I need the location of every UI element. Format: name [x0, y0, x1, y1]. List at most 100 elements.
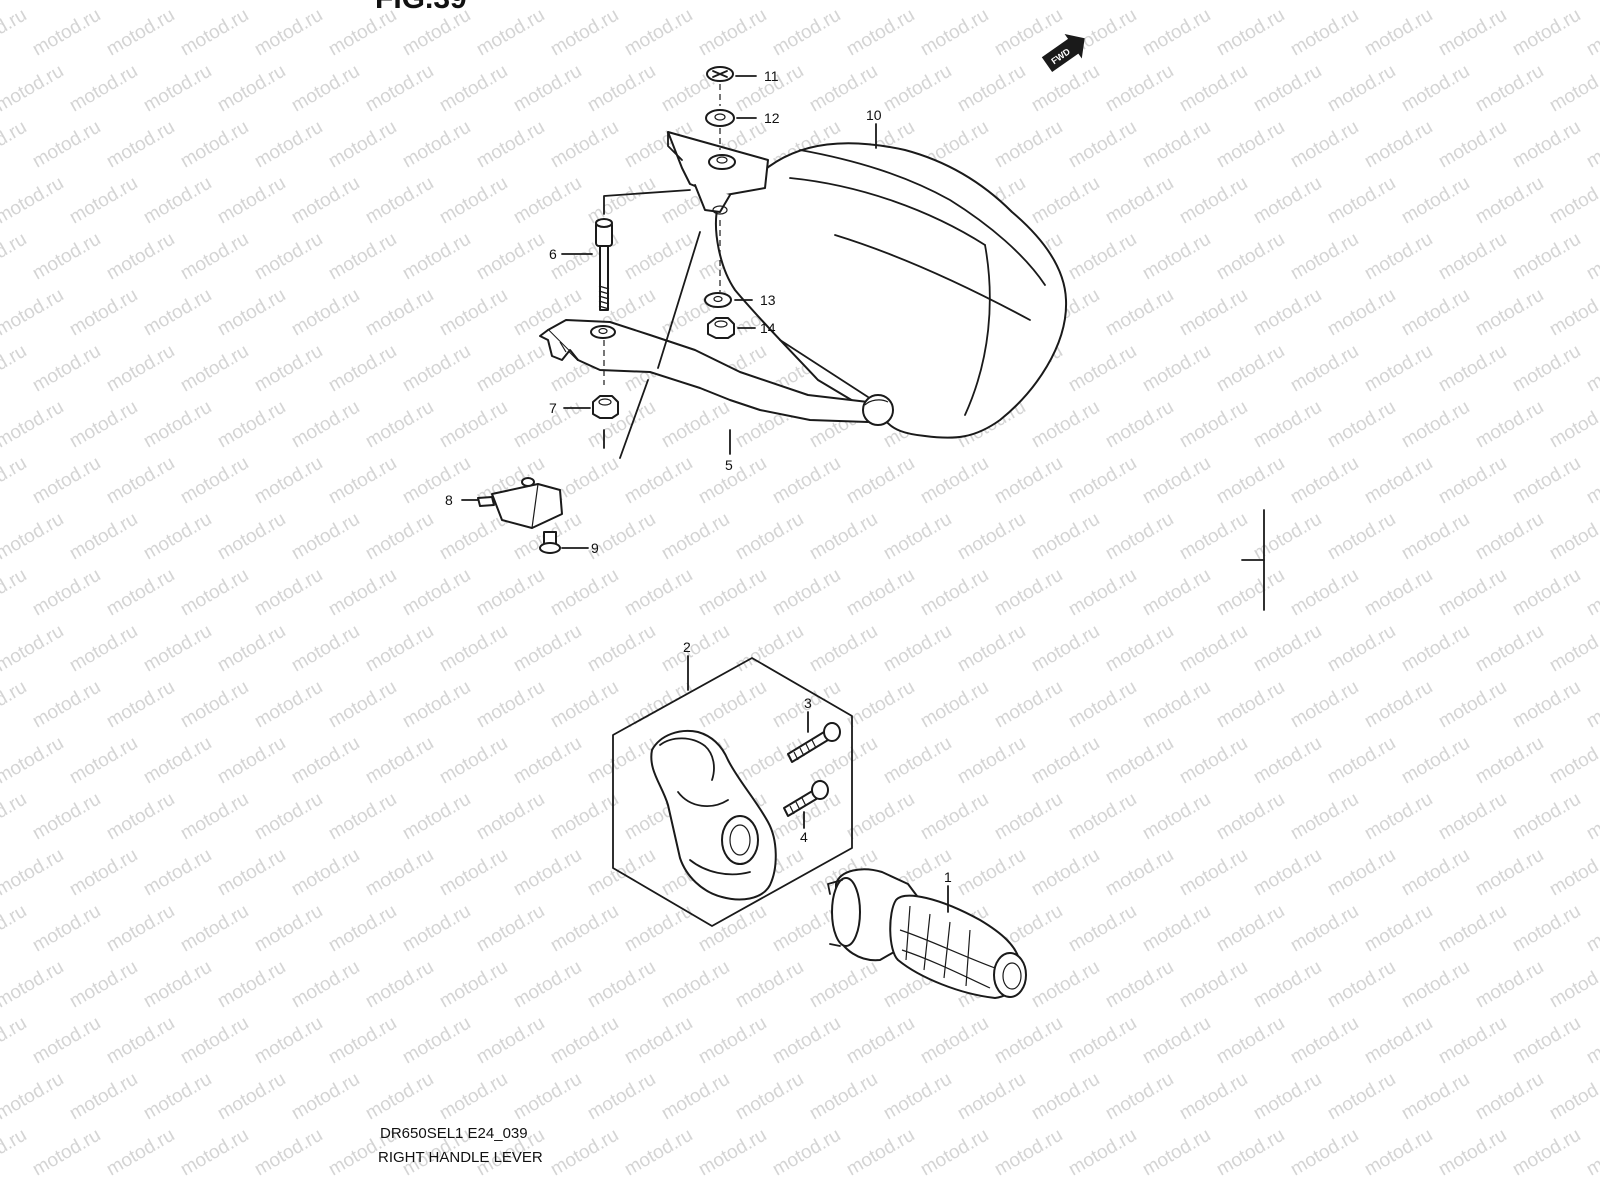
- watermark-text: motod.ru: [584, 0, 659, 4]
- watermark-text: motod.ru: [584, 173, 659, 229]
- screw-part: [706, 66, 757, 82]
- watermark-text: motod.ru: [1213, 5, 1288, 61]
- watermark-text: motod.ru: [251, 677, 326, 733]
- watermark-text: motod.ru: [880, 509, 955, 565]
- watermark-text: motod.ru: [1583, 117, 1600, 173]
- watermark-text: motod.ru: [0, 957, 67, 1013]
- watermark-text: motod.ru: [66, 173, 141, 229]
- watermark-text: motod.ru: [843, 5, 918, 61]
- watermark-text: motod.ru: [1398, 173, 1473, 229]
- callout-9: 9: [591, 540, 599, 556]
- watermark-text: motod.ru: [1102, 397, 1177, 453]
- watermark-text: motod.ru: [436, 397, 511, 453]
- watermark-text: motod.ru: [1102, 733, 1177, 789]
- watermark-text: motod.ru: [1250, 845, 1325, 901]
- watermark-text: motod.ru: [214, 509, 289, 565]
- watermark-text: motod.ru: [769, 565, 844, 621]
- watermark-text: motod.ru: [658, 621, 733, 677]
- watermark-text: motod.ru: [1398, 509, 1473, 565]
- watermark-text: motod.ru: [0, 453, 30, 509]
- watermark-text: motod.ru: [288, 509, 363, 565]
- watermark-text: motod.ru: [288, 957, 363, 1013]
- watermark-text: motod.ru: [954, 0, 1029, 4]
- watermark-text: motod.ru: [1102, 1069, 1177, 1125]
- watermark-text: motod.ru: [695, 677, 770, 733]
- watermark-text: motod.ru: [621, 565, 696, 621]
- watermark-text: motod.ru: [251, 1125, 326, 1181]
- watermark-text: motod.ru: [880, 61, 955, 117]
- watermark-text: motod.ru: [288, 733, 363, 789]
- watermark-text: motod.ru: [1509, 229, 1584, 285]
- watermark-text: motod.ru: [251, 789, 326, 845]
- watermark-text: motod.ru: [473, 229, 548, 285]
- watermark-text: motod.ru: [1509, 453, 1584, 509]
- watermark-text: motod.ru: [1287, 789, 1362, 845]
- watermark-text: motod.ru: [1361, 117, 1436, 173]
- callout-8: 8: [445, 492, 453, 508]
- watermark-text: motod.ru: [621, 229, 696, 285]
- watermark-text: motod.ru: [658, 957, 733, 1013]
- watermark-text: motod.ru: [695, 565, 770, 621]
- callout-5: 5: [725, 457, 733, 473]
- watermark-text: motod.ru: [1176, 509, 1251, 565]
- callout-12: 12: [764, 110, 780, 126]
- nut-part: [707, 317, 756, 339]
- watermark-text: motod.ru: [1139, 901, 1214, 957]
- watermark-text: motod.ru: [695, 5, 770, 61]
- watermark-text: motod.ru: [473, 565, 548, 621]
- watermark-text: motod.ru: [1139, 1125, 1214, 1181]
- watermark-text: motod.ru: [1213, 453, 1288, 509]
- watermark-text: motod.ru: [1324, 1069, 1399, 1125]
- watermark-text: motod.ru: [1398, 733, 1473, 789]
- diagram-title: RIGHT HANDLE LEVER: [378, 1149, 543, 1166]
- watermark-text: motod.ru: [806, 957, 881, 1013]
- watermark-text: motod.ru: [214, 845, 289, 901]
- watermark-text: motod.ru: [1324, 845, 1399, 901]
- watermark-text: motod.ru: [288, 621, 363, 677]
- watermark-text: motod.ru: [177, 453, 252, 509]
- watermark-text: motod.ru: [1361, 341, 1436, 397]
- watermark-text: motod.ru: [917, 565, 992, 621]
- washer-part: [704, 292, 753, 308]
- watermark-text: motod.ru: [0, 173, 67, 229]
- watermark-text: motod.ru: [1324, 957, 1399, 1013]
- watermark-text: motod.ru: [1250, 1069, 1325, 1125]
- watermark-text: motod.ru: [214, 1069, 289, 1125]
- watermark-text: motod.ru: [769, 1125, 844, 1181]
- watermark-text: motod.ru: [1324, 397, 1399, 453]
- watermark-text: motod.ru: [1287, 117, 1362, 173]
- watermark-text: motod.ru: [436, 957, 511, 1013]
- watermark-text: motod.ru: [510, 621, 585, 677]
- watermark-text: motod.ru: [1287, 677, 1362, 733]
- fwd-arrow-icon: FWD: [1041, 33, 1085, 72]
- watermark-text: motod.ru: [1509, 901, 1584, 957]
- watermark-text: motod.ru: [1250, 397, 1325, 453]
- watermark-text: motod.ru: [1361, 677, 1436, 733]
- watermark-text: motod.ru: [1509, 565, 1584, 621]
- watermark-text: motod.ru: [954, 733, 1029, 789]
- watermark-text: motod.ru: [103, 453, 178, 509]
- watermark-text: motod.ru: [547, 117, 622, 173]
- watermark-text: motod.ru: [1361, 1013, 1436, 1069]
- model-code: DR650SEL1 E24_039: [380, 1125, 528, 1142]
- watermark-text: motod.ru: [1583, 229, 1600, 285]
- watermark-text: motod.ru: [399, 341, 474, 397]
- watermark-text: motod.ru: [0, 677, 30, 733]
- watermark-text: motod.ru: [1361, 901, 1436, 957]
- watermark-text: motod.ru: [1398, 285, 1473, 341]
- watermark-text: motod.ru: [473, 677, 548, 733]
- watermark-text: motod.ru: [1398, 845, 1473, 901]
- watermark-text: motod.ru: [288, 0, 363, 4]
- watermark-text: motod.ru: [1065, 565, 1140, 621]
- watermark-text: motod.ru: [140, 0, 215, 4]
- watermark-text: motod.ru: [695, 901, 770, 957]
- watermark-text: motod.ru: [1102, 509, 1177, 565]
- watermark-text: motod.ru: [1028, 0, 1103, 4]
- watermark-text: motod.ru: [140, 621, 215, 677]
- watermark-text: motod.ru: [1546, 845, 1600, 901]
- watermark-text: motod.ru: [399, 677, 474, 733]
- watermark-text: motod.ru: [140, 733, 215, 789]
- watermark-text: motod.ru: [251, 901, 326, 957]
- watermark-text: motod.ru: [1472, 733, 1547, 789]
- watermark-text: motod.ru: [1213, 789, 1288, 845]
